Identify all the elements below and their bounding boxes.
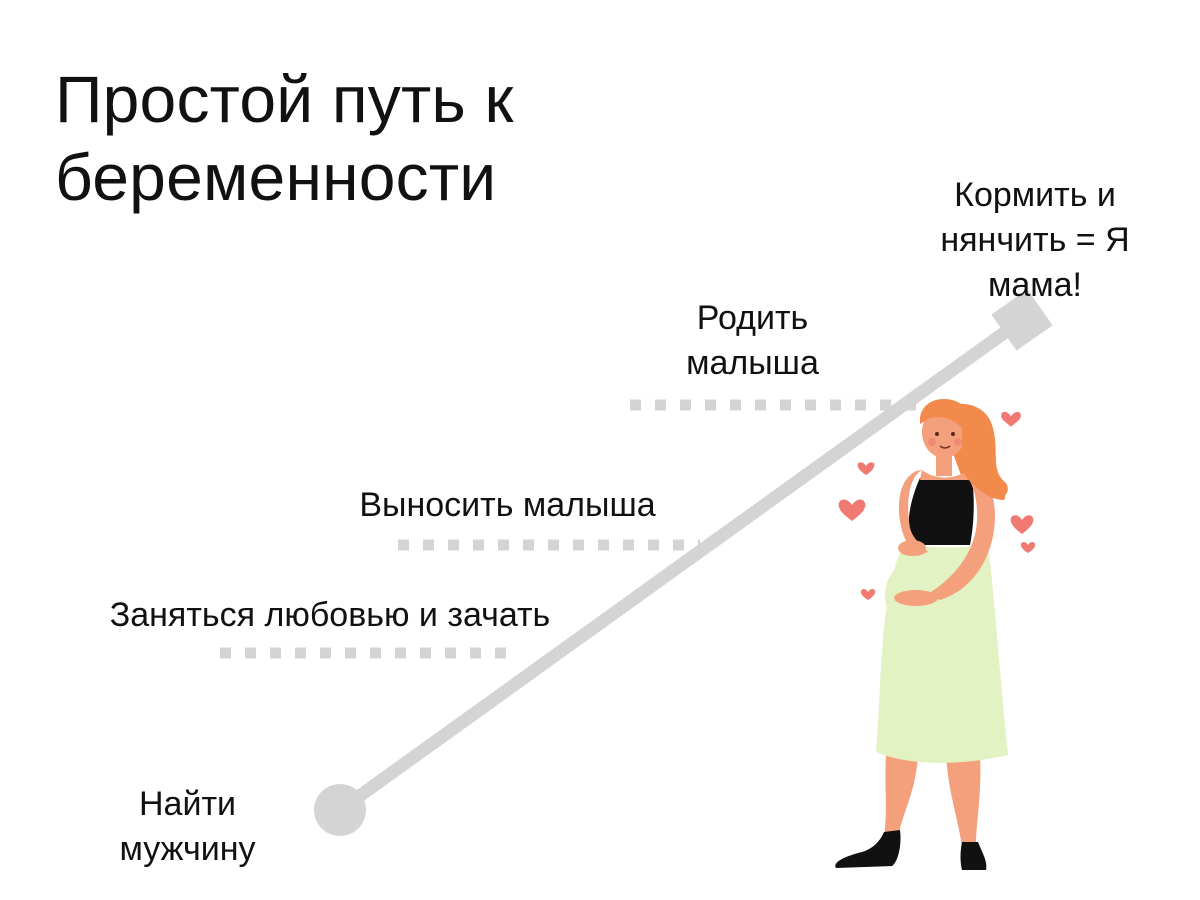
page-title: Простой путь к беременности bbox=[55, 62, 514, 214]
step-label-carry-baby: Выносить малыша bbox=[359, 486, 656, 524]
heart-icon bbox=[1001, 411, 1021, 427]
step-label-conceive: Заняться любовью и зачать bbox=[109, 596, 551, 634]
heart-icon bbox=[860, 589, 876, 600]
step-label-find-man: Найти мужчину bbox=[119, 785, 256, 868]
path-start-circle bbox=[314, 784, 366, 836]
heart-icon bbox=[1020, 542, 1036, 553]
heart-icon bbox=[857, 462, 875, 475]
path-end-square bbox=[991, 289, 1053, 351]
step-label-give-birth: Родить малыша bbox=[686, 299, 819, 382]
heart-icon bbox=[1010, 515, 1034, 534]
step-label-feed-nurse: Кормить и нянчить = Я мама! bbox=[940, 176, 1130, 304]
heart-icon bbox=[838, 499, 866, 521]
